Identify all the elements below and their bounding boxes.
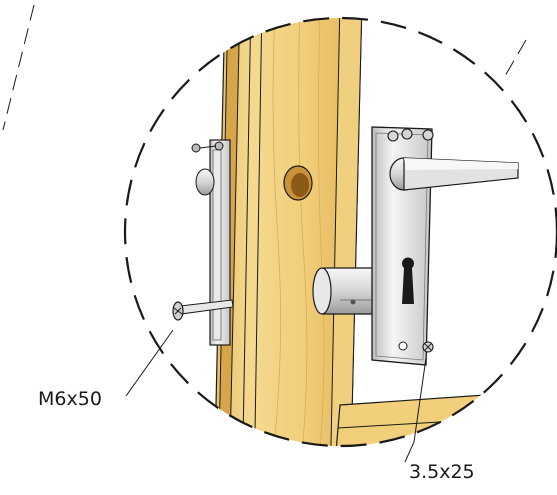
front-plate <box>371 126 519 366</box>
screw-callout-label: 3.5x25 <box>409 461 475 483</box>
screw-leader-line <box>404 357 427 463</box>
detail-circle-outline <box>123 16 557 448</box>
leader-lines <box>125 329 427 463</box>
through-bolt <box>172 299 234 321</box>
detail-contents <box>172 18 557 446</box>
context-dashed-lines <box>2 4 527 131</box>
bolt-leader-line <box>125 329 174 397</box>
lock-hole <box>283 165 313 201</box>
bolt-callout-label: M6x50 <box>38 388 102 410</box>
back-plate <box>191 139 231 346</box>
